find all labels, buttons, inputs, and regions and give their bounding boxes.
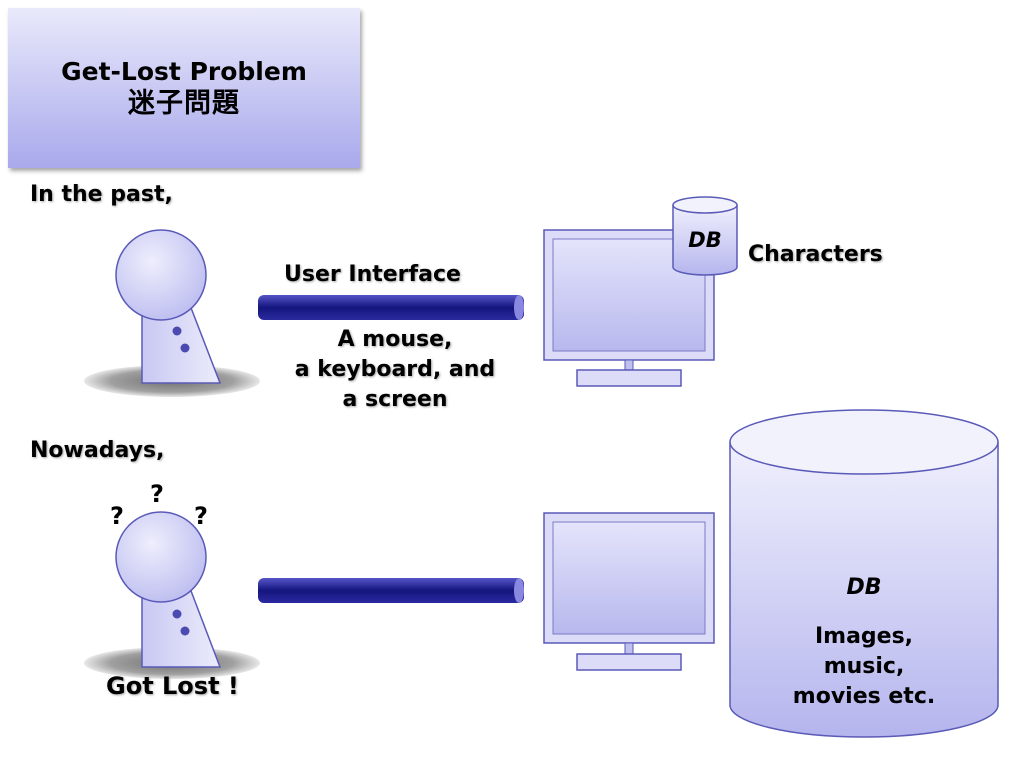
question-mark-icon: ? xyxy=(194,502,208,530)
button-dot xyxy=(180,626,190,636)
db-large-label: DB xyxy=(846,575,882,600)
devices-line: a screen xyxy=(342,387,448,412)
db-cylinder-large xyxy=(729,409,999,738)
question-mark-icon: ? xyxy=(110,502,124,530)
button-dot xyxy=(172,326,182,336)
title-box: Get-Lost Problem 迷子問題 xyxy=(8,8,360,168)
db-content-line: Images, xyxy=(814,624,914,649)
db-cylinder-small xyxy=(672,196,738,276)
devices-line: a keyboard, and xyxy=(294,357,496,382)
db-large-content: Images, music, movies etc. xyxy=(730,622,998,712)
question-mark-icon: ? xyxy=(150,480,164,508)
person-head xyxy=(115,511,207,603)
person-past xyxy=(84,229,260,397)
nowadays-label: Nowadays, xyxy=(30,438,165,463)
db-small-label: DB xyxy=(688,228,722,252)
got-lost-label: Got Lost ! xyxy=(106,672,239,700)
devices-label: A mouse, a keyboard, and a screen xyxy=(270,325,520,415)
interface-bar-now xyxy=(258,578,524,603)
devices-line: A mouse, xyxy=(337,327,453,352)
db-content-line: music, xyxy=(823,654,905,679)
characters-label: Characters xyxy=(748,242,883,267)
past-label: In the past, xyxy=(30,182,173,207)
person-head xyxy=(115,229,207,321)
db-content-line: movies etc. xyxy=(792,684,936,709)
user-interface-label: User Interface xyxy=(284,262,461,287)
title-japanese: 迷子問題 xyxy=(128,87,240,119)
monitor-now xyxy=(543,512,715,671)
person-now xyxy=(84,511,260,679)
button-dot xyxy=(180,343,190,353)
button-dot xyxy=(172,609,182,619)
interface-bar-past xyxy=(258,295,524,320)
title-english: Get-Lost Problem xyxy=(61,56,307,86)
